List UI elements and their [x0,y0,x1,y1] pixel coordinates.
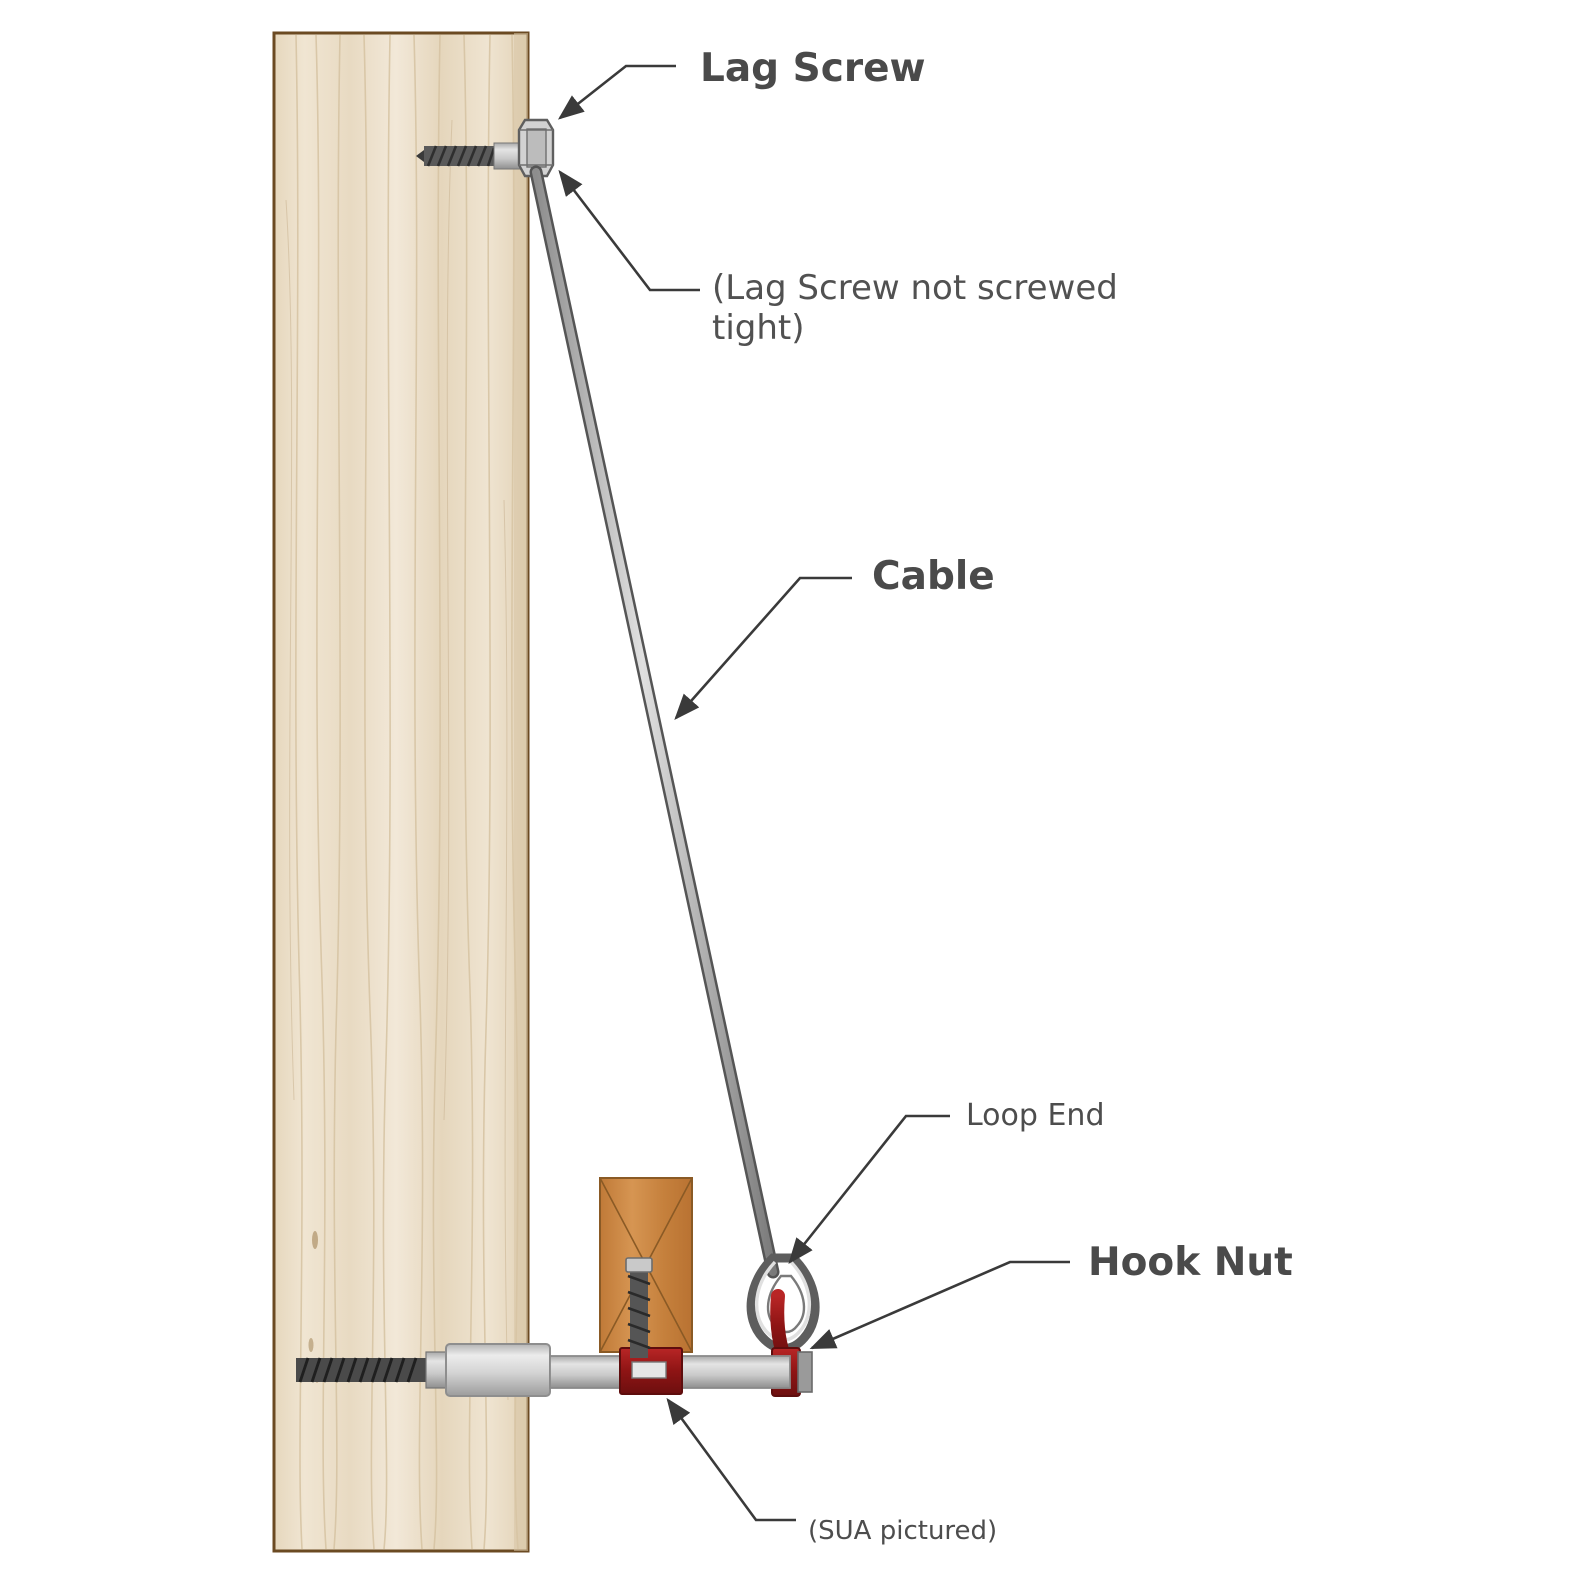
wood-post [272,31,530,1553]
label-lag-screw: Lag Screw [700,46,926,91]
leader-sua-note [666,1397,796,1522]
leader-hook-nut [809,1260,1070,1350]
leader-lines [557,64,1070,1522]
label-loop-end: Loop End [966,1098,1105,1133]
label-cable: Cable [872,554,995,599]
lag-screw-part [416,118,555,178]
sua-anchor [296,1257,791,1397]
leader-lag-screw-note [558,169,700,292]
leader-loop-end [788,1114,950,1265]
label-sua-note: (SUA pictured) [808,1516,998,1546]
leader-lag-screw [557,64,676,120]
label-lag-screw-note: (Lag Screw not screwed tight) [712,268,1118,349]
cable-part [529,165,780,1279]
label-hook-nut: Hook Nut [1088,1240,1293,1285]
leader-cable [674,576,852,720]
